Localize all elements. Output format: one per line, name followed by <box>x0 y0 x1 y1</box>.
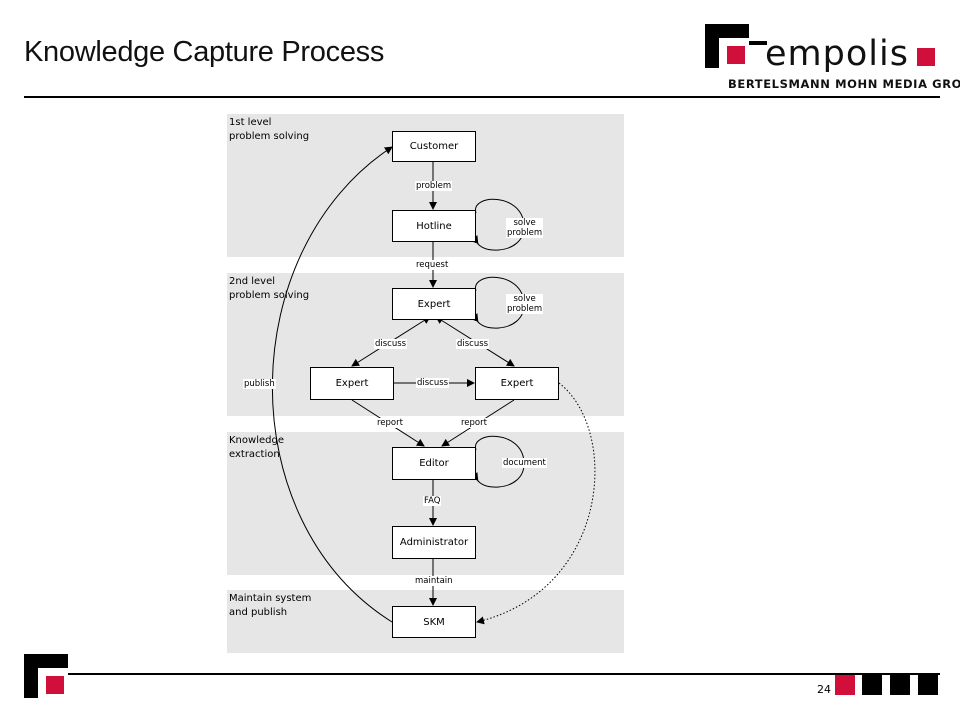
band-label-maintain: Maintain system and publish <box>229 593 312 618</box>
footer-divider <box>24 673 940 675</box>
label-report-right: report <box>460 418 488 428</box>
label-discuss-left: discuss <box>374 339 408 349</box>
logo-squares-icon <box>705 24 935 68</box>
edge-dotted-expert-skm <box>476 382 596 625</box>
band-label-first-level: 1st level problem solving <box>229 117 310 142</box>
label-document: document <box>502 458 547 468</box>
node-expert-right: Expert <box>475 367 559 400</box>
header-divider <box>24 96 940 98</box>
node-editor: Editor <box>392 447 476 480</box>
label-solve-problem-2: solve problem <box>506 294 544 314</box>
label-faq: FAQ <box>423 496 442 506</box>
label-solve-problem-1: solve problem <box>506 218 544 238</box>
node-customer: Customer <box>392 131 476 162</box>
node-hotline: Hotline <box>392 210 476 242</box>
logo-tagline: BERTELSMANN MOHN MEDIA GROUP <box>728 77 960 91</box>
label-problem: problem <box>415 181 453 191</box>
node-expert-top: Expert <box>392 288 476 320</box>
node-expert-left: Expert <box>310 367 394 400</box>
label-discuss-middle: discuss <box>416 378 450 388</box>
page-number: 24 <box>817 683 831 696</box>
page-title: Knowledge Capture Process <box>24 36 385 68</box>
label-discuss-right: discuss <box>456 339 490 349</box>
label-publish: publish <box>243 379 276 389</box>
empolis-logo: empolis BERTELSMANN MOHN MEDIA GROUP <box>700 20 960 96</box>
band-label-knowledge-extraction: Knowledge extraction <box>229 435 284 460</box>
logo-wordmark: empolis <box>765 34 909 74</box>
label-maintain: maintain <box>414 576 454 586</box>
band-label-second-level: 2nd level problem solving <box>229 276 310 301</box>
label-report-left: report <box>376 418 404 428</box>
node-administrator: Administrator <box>392 526 476 559</box>
label-request: request <box>415 260 450 270</box>
node-skm: SKM <box>392 606 476 638</box>
